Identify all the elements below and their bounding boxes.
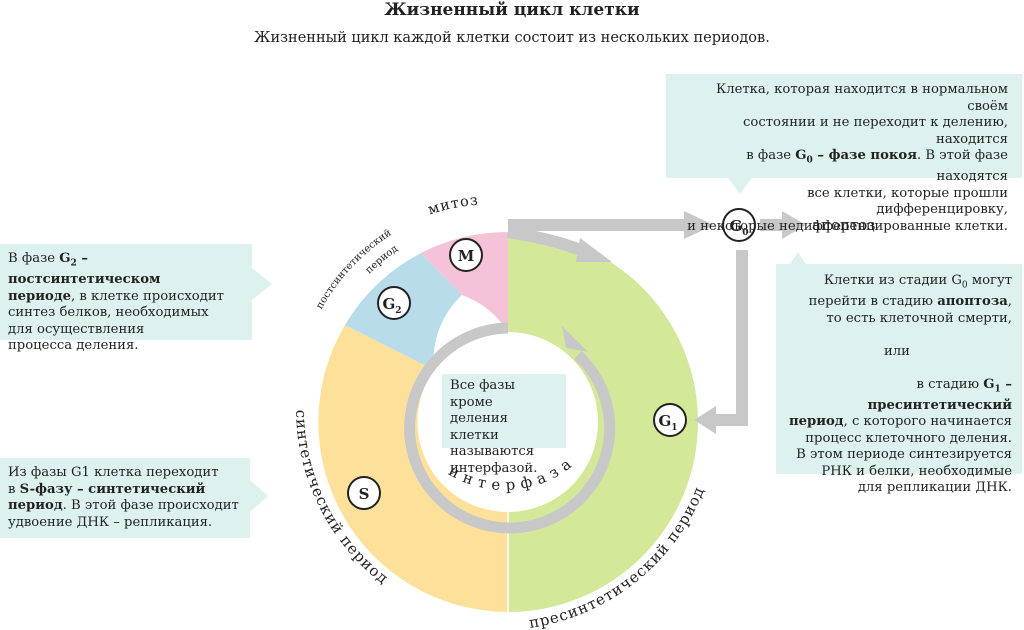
badge-g2-letter: G bbox=[382, 295, 395, 313]
page-subtitle: Жизненный цикл каждой клетки состоит из … bbox=[254, 30, 770, 46]
info-box-g1: Клетки из стадии G0 могут перейти в стад… bbox=[776, 264, 1022, 495]
info-g1-line9: РНК и белки, необходимые bbox=[821, 463, 1012, 479]
info-s-line3-c: . В этой фазе происходит bbox=[62, 498, 239, 513]
badge-g1-letter: G bbox=[658, 412, 671, 430]
info-s-line2-b: S-фазу – синтетический bbox=[19, 481, 206, 497]
info-g0-line2: состоянии и не переходит к делению, нахо… bbox=[743, 115, 1008, 147]
info-g0-line1: Клетка, которая находится в нормальном с… bbox=[716, 82, 1008, 114]
info-box-center: Все фазы кроме деления клетки называются… bbox=[442, 374, 566, 476]
info-g0-line5: и некоторые недифференцированные клетки. bbox=[687, 218, 1008, 234]
badge-g1 bbox=[653, 403, 687, 437]
badge-g1-label: G1 bbox=[658, 412, 677, 433]
info-g1-line10: для репликации ДНК. bbox=[857, 480, 1012, 496]
info-g1-line5-a: в стадию bbox=[916, 376, 984, 392]
info-g2-line1: В фазе G2 – постсинтетическом bbox=[8, 251, 244, 289]
info-g2-line1-g: G bbox=[59, 251, 71, 266]
info-s-line2: в S-фазу – синтетический bbox=[8, 482, 242, 499]
info-g1-line5-b: G1 – пресинтетический bbox=[868, 377, 1012, 413]
arrowhead-m-to-g1 bbox=[576, 238, 612, 262]
info-g1-spacer bbox=[782, 327, 1012, 344]
info-g0-line4: все клетки, которые прошли дифференциров… bbox=[807, 185, 1008, 218]
ring-segment-m bbox=[421, 231, 508, 332]
label-mitosis-path: митоз bbox=[426, 193, 478, 219]
badge-g0-letter: G bbox=[729, 217, 742, 235]
info-g2-line2-b: периоде bbox=[8, 288, 72, 304]
badge-g0-label: G0 bbox=[729, 217, 748, 238]
info-g0-line3-sub: 0 bbox=[806, 155, 813, 166]
info-box-s: Из фазы G1 клетка переходит в S-фазу – с… bbox=[0, 458, 250, 538]
callout-tail-s bbox=[250, 480, 268, 512]
callout-tail-g1 bbox=[790, 252, 806, 264]
info-g1-line6-b: период bbox=[788, 414, 844, 430]
info-g2-line3: синтез белков, необходимых bbox=[8, 305, 209, 321]
info-g1-line2-c: , bbox=[1007, 294, 1012, 310]
callout-tail-g0 bbox=[728, 178, 752, 194]
info-g1-line1-b: могут bbox=[967, 273, 1012, 288]
apoptosis-label: апоптоз bbox=[812, 216, 875, 234]
arrowhead-g0-to-g1 bbox=[694, 406, 716, 434]
info-center-line2: деления клетки bbox=[450, 411, 509, 443]
interphase-arrowhead bbox=[562, 326, 588, 352]
info-g1-line5-phase: – пресинтетический bbox=[867, 376, 1012, 413]
page-title: Жизненный цикл клетки bbox=[384, 0, 640, 20]
info-g1-line1: Клетки из стадии G0 могут bbox=[782, 273, 1012, 294]
info-center-line3: называются bbox=[450, 444, 535, 459]
info-g1-spacer-2 bbox=[782, 360, 1012, 377]
info-g1-line4: или bbox=[884, 343, 910, 359]
badge-s bbox=[347, 476, 381, 510]
info-g1-line1-sub: 0 bbox=[961, 280, 968, 291]
info-s-line4: удвоение ДНК – репликация. bbox=[8, 514, 213, 530]
info-box-g2: В фазе G2 – постсинтетическом периоде, в… bbox=[0, 244, 252, 353]
info-g2-line2: периоде, в клетке происходит bbox=[8, 289, 244, 306]
info-center-line1: Все фазы кроме bbox=[450, 378, 515, 410]
info-g0-line3-phase: – фазе покоя bbox=[812, 148, 917, 163]
badge-s-label: S bbox=[359, 485, 370, 503]
badge-g0 bbox=[722, 208, 756, 242]
info-g1-line8: В этом периоде синтезируется bbox=[796, 447, 1012, 463]
info-box-g0: Клетка, которая находится в нормальном с… bbox=[666, 74, 1022, 234]
info-g2-line1-b: G2 – постсинтетическом bbox=[8, 251, 160, 287]
info-g0-line3-g: G bbox=[795, 148, 807, 163]
badge-g2-sub: 2 bbox=[395, 306, 401, 316]
info-g1-line2-a: перейти в стадию bbox=[808, 294, 938, 310]
callout-tail-g2 bbox=[252, 268, 272, 300]
info-s-line1: Из фазы G1 клетка переходит bbox=[8, 465, 219, 480]
badge-g2-label: G2 bbox=[382, 295, 401, 316]
info-g0-line3: в фазе G0 – фазе покоя. В этой фазе нахо… bbox=[676, 148, 1008, 186]
badge-g2 bbox=[377, 286, 411, 320]
info-g1-line3: то есть клеточной смерти, bbox=[826, 310, 1012, 326]
info-s-line2-a: в bbox=[8, 481, 20, 497]
info-g2-line1-phase: – постсинтетическом bbox=[8, 251, 161, 288]
badge-g0-sub: 0 bbox=[742, 228, 748, 238]
info-g1-line2-b: апоптоза bbox=[937, 294, 1008, 310]
info-g2-line1-a: В фазе bbox=[8, 251, 60, 266]
info-center-line4: интерфазой. bbox=[450, 460, 538, 476]
info-g1-line6: период, с которого начинается bbox=[782, 414, 1012, 431]
info-g1-line5: в стадию G1 – пресинтетический bbox=[782, 377, 1012, 415]
info-g0-line3-b: G0 – фазе покоя bbox=[795, 148, 917, 166]
info-g1-line5-sub: 1 bbox=[994, 384, 1001, 395]
info-g2-line2-c: , в клетке происходит bbox=[71, 288, 224, 304]
info-g1-line2: перейти в стадию апоптоза, bbox=[782, 294, 1012, 311]
info-g2-line1-sub: 2 bbox=[70, 258, 77, 269]
badge-m bbox=[449, 238, 483, 272]
info-g1-line6-c: , с которого начинается bbox=[843, 414, 1012, 430]
info-g1-line1-a: Клетки из стадии G bbox=[823, 273, 962, 288]
arrowhead-to-g0 bbox=[684, 211, 714, 239]
info-s-line3-b: период bbox=[8, 498, 63, 513]
interphase-arrow bbox=[404, 322, 616, 534]
info-s-line3: период. В этой фазе происходит bbox=[8, 498, 242, 515]
info-g0-line3-c: . В этой фазе находятся bbox=[916, 148, 1008, 185]
badge-g1-sub: 1 bbox=[671, 423, 677, 433]
info-g1-line5-g: G bbox=[983, 376, 995, 392]
badge-m-label: M bbox=[458, 247, 475, 265]
info-g0-line3-a: в фазе bbox=[746, 148, 796, 163]
arrowhead-to-apoptosis bbox=[782, 211, 806, 239]
label-mitosis: митоз bbox=[426, 193, 479, 219]
arrow-g0-to-g1 bbox=[712, 250, 748, 426]
info-g2-line4: для осуществления bbox=[8, 321, 145, 337]
info-g2-line5: процесса деления. bbox=[8, 338, 139, 354]
info-g1-line7: процесс клеточного деления. bbox=[805, 430, 1012, 446]
